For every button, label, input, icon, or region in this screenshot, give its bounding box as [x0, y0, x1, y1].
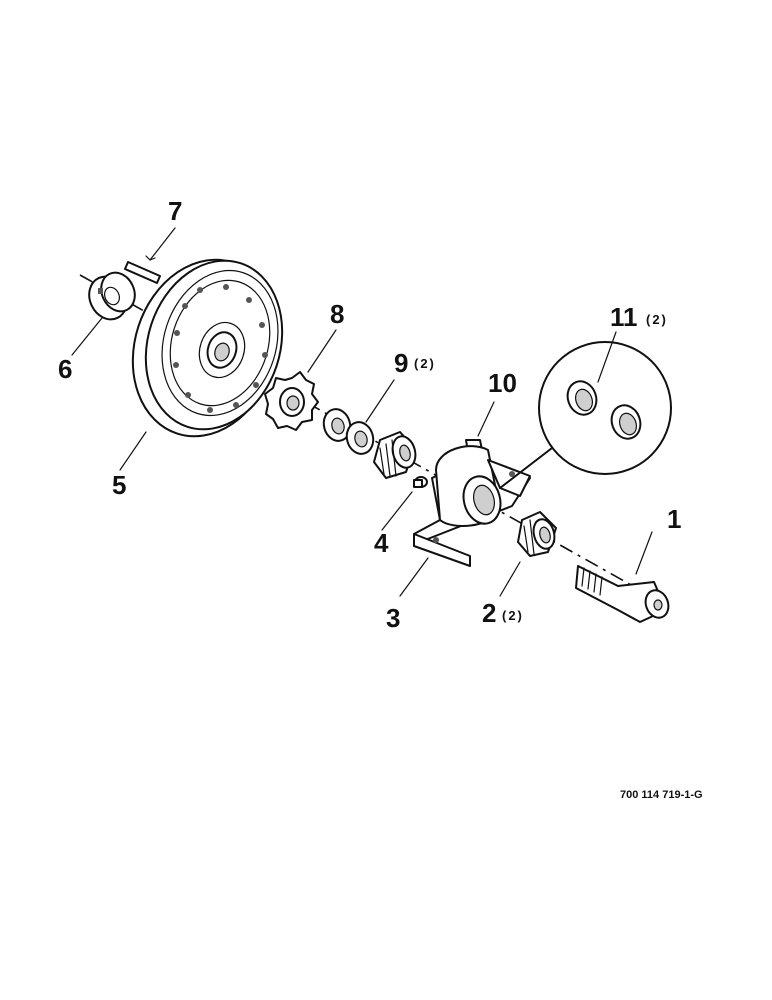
- callout-11-qty: (2): [646, 312, 668, 327]
- callout-3: 3: [386, 603, 400, 633]
- callout-7: 7: [168, 196, 182, 226]
- callout-8: 8: [330, 299, 344, 329]
- callout-2: 2: [482, 598, 496, 628]
- bearing-cone-upper: [373, 431, 417, 479]
- callout-4: 4: [374, 528, 389, 558]
- callout-1: 1: [667, 504, 681, 534]
- leader-lines: [71, 227, 653, 597]
- part-7-key: [124, 261, 161, 284]
- callout-5: 5: [112, 470, 126, 500]
- callout-9: 9: [394, 348, 408, 378]
- callout-6: 6: [58, 354, 72, 384]
- callout-9-qty: (2): [414, 356, 436, 371]
- callout-10: 10: [488, 368, 517, 398]
- part-3-housing: [413, 445, 531, 567]
- callout-labels: 7 6 5 8 9 (2) 10 4 3 2 (2) 1 11 (2) 700 …: [58, 196, 703, 801]
- part-5-sheave: [131, 258, 284, 438]
- part-9-washers: [322, 408, 375, 455]
- sheave-bolt-holes: [173, 284, 268, 413]
- part-2-bearing-cone: [517, 511, 557, 557]
- part-8-sprocket: [264, 371, 319, 431]
- drawing-reference-number: 700 114 719-1-G: [620, 789, 703, 801]
- part-4-grease-fitting: [413, 476, 428, 488]
- part-1-shaft: [575, 565, 670, 623]
- part-6-collar: [88, 271, 136, 321]
- callout-11: 11: [610, 302, 638, 332]
- callout-2-qty: (2): [502, 608, 524, 623]
- part-11-inset: [499, 341, 672, 489]
